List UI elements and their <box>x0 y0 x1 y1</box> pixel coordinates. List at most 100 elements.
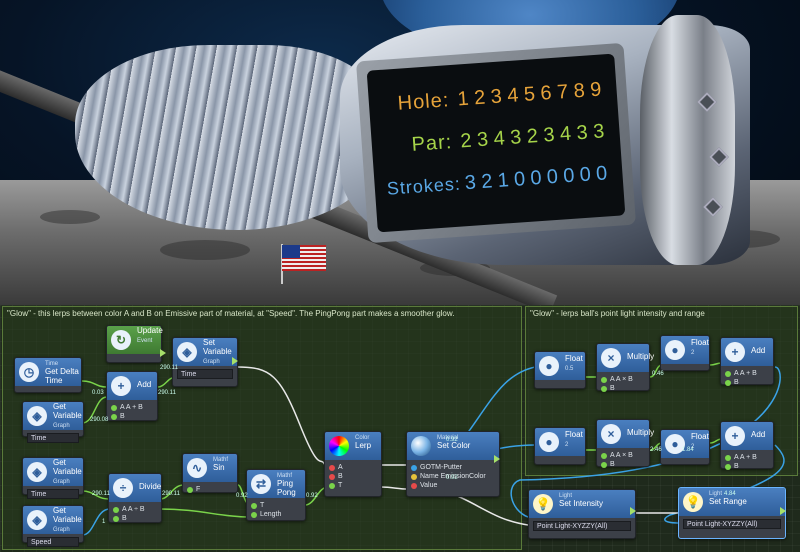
input-port[interactable] <box>601 376 607 383</box>
flow-output-port[interactable] <box>232 357 238 365</box>
node-title: Multiply <box>627 352 655 361</box>
par-label: Par: <box>410 130 453 156</box>
wire-value: 0.92 <box>236 493 248 499</box>
plus-icon: + <box>725 342 745 362</box>
flow-output-port[interactable] <box>780 507 786 515</box>
wire-value: 0.92 <box>306 493 318 499</box>
node-add-3[interactable]: + Add A A + B B <box>720 421 774 470</box>
input-port[interactable] <box>113 515 119 522</box>
node-float-4[interactable]: ● Float 2 <box>660 429 710 465</box>
node-subtitle: Light <box>709 491 723 497</box>
variable-icon: ◈ <box>27 406 47 426</box>
astronaut-glove <box>75 45 385 230</box>
input-port[interactable] <box>725 463 731 470</box>
node-multiply-1[interactable]: × Multiply A A × B B <box>596 343 655 392</box>
node-add-1[interactable]: + Add A A + B B <box>106 371 158 421</box>
node-title: Get Delta Time <box>45 367 79 385</box>
node-title: Sin <box>213 463 225 472</box>
variable-name-field[interactable]: Speed <box>27 537 79 547</box>
node-light-set-range[interactable]: 💡 Light Set Range Point Light-XYZZY(All) <box>678 487 786 539</box>
node-mathf-ping-pong[interactable]: ⇄ Mathf Ping Pong T Length <box>246 469 306 521</box>
input-port[interactable] <box>251 511 257 518</box>
color-wheel-icon <box>329 436 349 456</box>
input-port[interactable] <box>411 473 417 480</box>
node-light-set-intensity[interactable]: 💡 Light Set Intensity Point Light-XYZZY(… <box>528 489 636 539</box>
node-set-variable[interactable]: ◈ Set Variable Graph Time <box>172 337 238 387</box>
node-multiply-2[interactable]: × Multiply A A × B B <box>596 419 654 468</box>
node-graph-canvas[interactable]: "Glow" - this lerps between color A and … <box>0 305 800 552</box>
input-port[interactable] <box>725 370 731 377</box>
node-subtitle: Color <box>355 435 370 441</box>
node-float-1[interactable]: ● Float 0.5 <box>534 351 586 389</box>
node-title: Set Intensity <box>559 499 604 508</box>
port-label: B <box>610 385 615 392</box>
input-port[interactable] <box>725 454 731 461</box>
wire-value: 0.46 <box>652 371 664 377</box>
node-get-variable-speed[interactable]: ◈ Get Variable Graph Speed <box>22 505 84 547</box>
node-title: Update <box>137 326 163 335</box>
variable-name-field[interactable]: Time <box>27 433 79 443</box>
input-port[interactable] <box>187 486 193 493</box>
input-port[interactable] <box>601 452 607 459</box>
input-port[interactable] <box>251 502 257 509</box>
variable-name-field[interactable]: Time <box>27 489 79 499</box>
node-update-event[interactable]: ↻ Update Event <box>106 325 163 363</box>
light-target-field[interactable]: Point Light-XYZZY(All) <box>683 519 781 529</box>
flow-output-port[interactable] <box>160 349 166 357</box>
flow-output-port[interactable] <box>494 455 500 463</box>
float-value[interactable]: 2 <box>691 350 695 356</box>
strokes-value: 0 <box>546 165 560 189</box>
light-target-field[interactable]: Point Light-XYZZY(All) <box>533 521 631 531</box>
node-subtitle: Graph <box>53 479 70 485</box>
math-icon: ⇄ <box>251 474 271 494</box>
input-port[interactable] <box>329 482 335 489</box>
node-add-2[interactable]: + Add A A + B B <box>720 337 774 386</box>
input-port[interactable] <box>411 482 417 489</box>
input-port[interactable] <box>329 473 335 480</box>
port-label: GOTM-Putter <box>420 464 463 471</box>
port-label: Name <box>420 473 439 480</box>
port-label: A A ÷ B <box>122 506 145 513</box>
wire-value: 290.11 <box>158 390 176 396</box>
node-mathf-sin[interactable]: ∿ Mathf Sin F <box>182 453 238 493</box>
node-float-3[interactable]: ● Float 2 <box>534 427 586 465</box>
lightbulb-icon: 💡 <box>533 494 553 514</box>
input-port[interactable] <box>329 464 335 471</box>
node-material-set-color[interactable]: Material Set Color GOTM-Putter Name Emis… <box>406 431 500 497</box>
float-value[interactable]: 0.5 <box>565 366 574 372</box>
node-color-lerp[interactable]: Color Lerp A B T <box>324 431 382 497</box>
node-title: Float <box>691 432 709 441</box>
par-value: 3 <box>476 127 490 151</box>
node-float-2[interactable]: ● Float 2 <box>660 335 710 371</box>
node-get-variable-time[interactable]: ◈ Get Variable Graph Time <box>22 401 84 443</box>
variable-name-field[interactable]: Time <box>177 369 233 379</box>
port-label: B <box>734 463 739 470</box>
input-port[interactable] <box>601 385 607 392</box>
node-get-variable-time-2[interactable]: ◈ Get Variable Graph Time <box>22 457 84 499</box>
hole-value: 9 <box>589 77 604 101</box>
wire-value: 290.11 <box>160 365 178 371</box>
game-viewport: Hole: 1 2 3 4 5 6 7 8 9 Par: 2 3 4 3 2 3… <box>0 0 800 305</box>
connection-wires <box>81 362 785 536</box>
node-title: Get Variable <box>53 506 82 524</box>
float-value[interactable]: 2 <box>565 442 569 448</box>
input-port[interactable] <box>725 379 731 386</box>
flow-output-port[interactable] <box>630 507 636 515</box>
hole-label: Hole: <box>396 88 451 115</box>
wrist-scorecard: Hole: 1 2 3 4 5 6 7 8 9 Par: 2 3 4 3 2 3… <box>355 42 637 244</box>
strokes-value: 0 <box>578 162 593 186</box>
input-port[interactable] <box>411 464 417 471</box>
node-divide[interactable]: ÷ Divide A A ÷ B B <box>108 473 162 523</box>
multiply-icon: × <box>601 424 621 444</box>
input-port[interactable] <box>113 506 119 513</box>
par-value: 3 <box>542 123 557 147</box>
node-get-delta-time[interactable]: ◷ Time Get Delta Time <box>14 357 82 393</box>
input-port[interactable] <box>111 404 117 411</box>
float-value[interactable]: 2 <box>691 444 695 450</box>
wire-value: 290.08 <box>90 417 109 423</box>
wire-value: 4.84 <box>724 491 736 497</box>
input-port[interactable] <box>601 461 607 468</box>
node-title: Add <box>751 430 766 439</box>
port-value: EmissionColor <box>440 473 486 480</box>
input-port[interactable] <box>111 413 117 420</box>
